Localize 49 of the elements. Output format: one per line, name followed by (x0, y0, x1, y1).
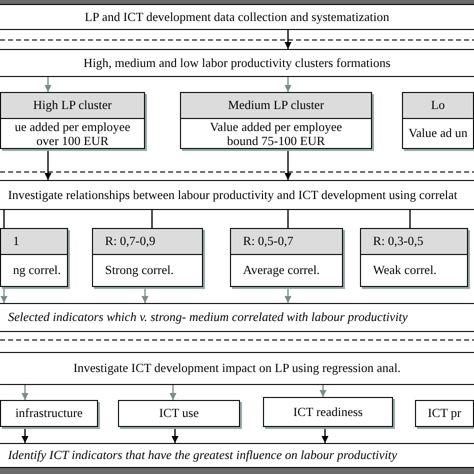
arrow (320, 385, 326, 397)
cluster-card (92, 228, 203, 287)
connector-line (409, 210, 411, 228)
arrow (44, 77, 52, 92)
card-text: ng correl. (13, 264, 61, 278)
connector-line (3, 210, 5, 228)
card-header: Lo (403, 93, 473, 119)
card-text: Value ad un (408, 126, 468, 140)
card-text: ue added per employee over 100 EUR (14, 121, 132, 148)
arrow (284, 77, 292, 92)
arrow (22, 385, 28, 400)
arrow (170, 385, 176, 400)
card-header: High LP cluster (1, 93, 144, 119)
card-header: R: 0,7-0,9 (93, 229, 202, 255)
card-text: Strong correl. (105, 264, 174, 278)
arrow (142, 287, 148, 303)
arrow (284, 287, 292, 303)
step-text: Selected indicators which v. strong- medium correlated with labour productivity (8, 311, 408, 324)
connector-line (287, 210, 289, 228)
indicator-box: ICT readiness (263, 397, 393, 427)
arrow (22, 427, 28, 443)
indicator-box: infrastructure (0, 400, 98, 427)
cluster-card (0, 228, 68, 287)
card-header: 1 (1, 229, 67, 255)
cluster-card (402, 92, 474, 149)
card-text: Average correl. (243, 264, 320, 278)
cluster-card (360, 228, 468, 287)
card-header: R: 0,3-0,5 (361, 229, 467, 255)
step-text: Investigate ICT development impact on LP using regression anal. (73, 362, 401, 375)
arrow (44, 149, 52, 180)
step-text: Identify ICT indicators that have the greatest influence on labour productivity (8, 449, 398, 462)
card-text: Weak correl. (373, 264, 437, 278)
indicator-box: ICT use (118, 400, 240, 427)
arrow (172, 427, 178, 443)
arrow (0, 287, 8, 303)
arrow (284, 30, 292, 49)
step-text: High, medium and low labor productivity clusters formations (84, 56, 390, 70)
cluster-card (180, 92, 372, 149)
arrow (322, 427, 328, 443)
card-header: R: 0,5-0,7 (231, 229, 342, 255)
indicator-box: ICT pr (415, 400, 474, 427)
cluster-card (230, 228, 343, 287)
cluster-card (0, 92, 145, 149)
card-text: Value added per employee bound 75-100 EUR (208, 121, 344, 148)
connector-line (151, 210, 153, 228)
step-text: LP and ICT development data collection and systematization (84, 10, 390, 24)
step-text: Investigate relationships between labour productivity and ICT development using correlat (8, 188, 458, 202)
arrow (284, 149, 292, 180)
card-header: Medium LP cluster (181, 93, 371, 119)
